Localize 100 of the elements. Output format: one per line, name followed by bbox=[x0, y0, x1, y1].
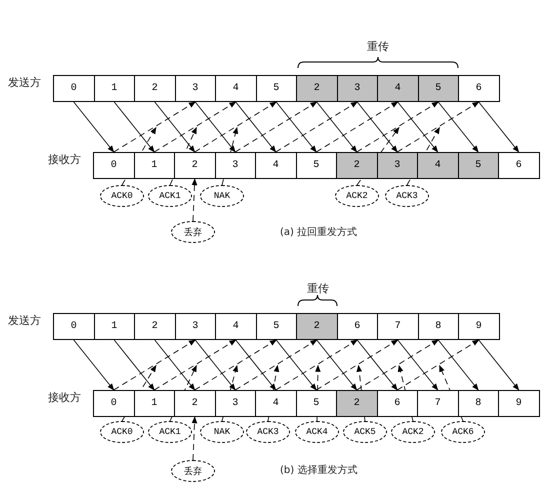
frame-cell: 7 bbox=[377, 313, 418, 340]
arrow bbox=[192, 178, 198, 222]
frame-cell: 8 bbox=[418, 313, 459, 340]
row-label: 接收方 bbox=[48, 390, 81, 405]
arrow bbox=[275, 340, 358, 390]
arrow bbox=[235, 340, 276, 391]
label: 重传 bbox=[307, 281, 329, 296]
arrow bbox=[194, 340, 277, 390]
arrow bbox=[396, 102, 480, 152]
arrow bbox=[316, 340, 358, 391]
arrow bbox=[276, 340, 317, 391]
arrow bbox=[234, 102, 318, 152]
frame-cell: 4 bbox=[377, 75, 418, 102]
row-label: 发送方 bbox=[8, 75, 41, 90]
arrow bbox=[397, 102, 438, 153]
frame-cell: 2 bbox=[336, 390, 378, 417]
arrow bbox=[316, 340, 398, 390]
arrow bbox=[397, 340, 438, 391]
arrow bbox=[114, 102, 155, 153]
callout-ellipse: ACK2 bbox=[335, 185, 379, 207]
frame-cell: 0 bbox=[53, 313, 94, 340]
callout-ellipse: ACK4 bbox=[295, 421, 339, 443]
arrow bbox=[235, 102, 276, 153]
callout-ellipse: NAK bbox=[200, 185, 244, 207]
callout-ellipse: 丢弃 bbox=[171, 460, 215, 482]
arrow bbox=[478, 340, 520, 391]
frame-cell: 2 bbox=[336, 152, 378, 179]
arrow bbox=[356, 102, 398, 153]
callout-ellipse: ACK2 bbox=[391, 421, 435, 443]
arrow bbox=[113, 102, 196, 152]
callout-ellipse: ACK3 bbox=[246, 421, 290, 443]
arrow bbox=[275, 102, 358, 152]
frame-cell: 1 bbox=[134, 390, 175, 417]
frame-cell: 3 bbox=[376, 152, 418, 179]
arrow bbox=[356, 340, 439, 390]
frame-cell: 4 bbox=[215, 75, 256, 102]
arrow bbox=[478, 102, 520, 153]
frame-cell: 6 bbox=[336, 313, 378, 340]
frame-cell: 8 bbox=[458, 390, 499, 417]
arrow bbox=[396, 340, 480, 390]
arrow bbox=[356, 102, 439, 152]
caption: (b) 选择重发方式 bbox=[280, 464, 358, 477]
frame-cell: 3 bbox=[336, 75, 378, 102]
frame-cell: 2 bbox=[296, 313, 338, 340]
frame-cell: 9 bbox=[458, 313, 500, 340]
callout-ellipse: ACK1 bbox=[148, 185, 192, 207]
row-label: 接收方 bbox=[48, 152, 81, 167]
arrow bbox=[438, 340, 479, 391]
frame-cell: 0 bbox=[93, 390, 134, 417]
callout-ellipse: ACK5 bbox=[343, 421, 387, 443]
callout-ellipse: ACK0 bbox=[100, 421, 144, 443]
arrow bbox=[194, 102, 236, 153]
arrow bbox=[154, 102, 196, 153]
arrow bbox=[194, 340, 236, 391]
label: 重传 bbox=[367, 39, 389, 54]
callout-ellipse: ACK1 bbox=[148, 421, 192, 443]
arrow bbox=[192, 416, 198, 460]
frame-cell: 0 bbox=[53, 75, 94, 102]
arrow bbox=[154, 340, 236, 390]
arrow bbox=[234, 340, 318, 390]
frame-cell: 4 bbox=[255, 152, 296, 179]
arrow bbox=[114, 340, 155, 391]
arrow bbox=[438, 102, 479, 153]
frame-cell: 2 bbox=[174, 152, 216, 179]
frame-cell: 1 bbox=[94, 313, 135, 340]
frame-cell: 5 bbox=[458, 152, 499, 179]
arrow bbox=[113, 340, 196, 390]
frame-cell: 6 bbox=[498, 152, 540, 179]
frame-cell: 4 bbox=[417, 152, 458, 179]
frame-cell: 1 bbox=[134, 152, 175, 179]
arrow bbox=[73, 102, 114, 153]
frame-cell: 5 bbox=[418, 75, 459, 102]
frame-cell: 0 bbox=[93, 152, 134, 179]
frame-cell: 3 bbox=[174, 313, 216, 340]
arrow bbox=[73, 340, 114, 391]
frame-cell: 3 bbox=[214, 390, 256, 417]
frame-cell: 9 bbox=[498, 390, 540, 417]
caption: (a) 拉回重发方式 bbox=[280, 226, 358, 239]
arrow bbox=[316, 102, 398, 152]
callout-ellipse: ACK0 bbox=[100, 185, 144, 207]
frame-cell: 7 bbox=[417, 390, 458, 417]
frame-cell: 4 bbox=[255, 390, 296, 417]
arrow bbox=[316, 102, 358, 153]
arrow bbox=[356, 340, 398, 391]
arrow bbox=[194, 102, 277, 152]
frame-cell: 2 bbox=[134, 75, 176, 102]
callout-ellipse: 丢弃 bbox=[171, 221, 215, 243]
callout-ellipse: ACK3 bbox=[385, 185, 429, 207]
frame-cell: 2 bbox=[134, 313, 176, 340]
frame-cell: 1 bbox=[94, 75, 135, 102]
callout-ellipse: NAK bbox=[200, 421, 244, 443]
frame-cell: 2 bbox=[296, 75, 338, 102]
frame-cell: 5 bbox=[256, 75, 297, 102]
frame-cell: 5 bbox=[296, 152, 337, 179]
frame-cell: 2 bbox=[174, 390, 216, 417]
frame-cell: 5 bbox=[256, 313, 297, 340]
frame-cell: 6 bbox=[376, 390, 418, 417]
arrow bbox=[154, 340, 196, 391]
frame-cell: 4 bbox=[215, 313, 256, 340]
callout-ellipse: ACK6 bbox=[441, 421, 485, 443]
